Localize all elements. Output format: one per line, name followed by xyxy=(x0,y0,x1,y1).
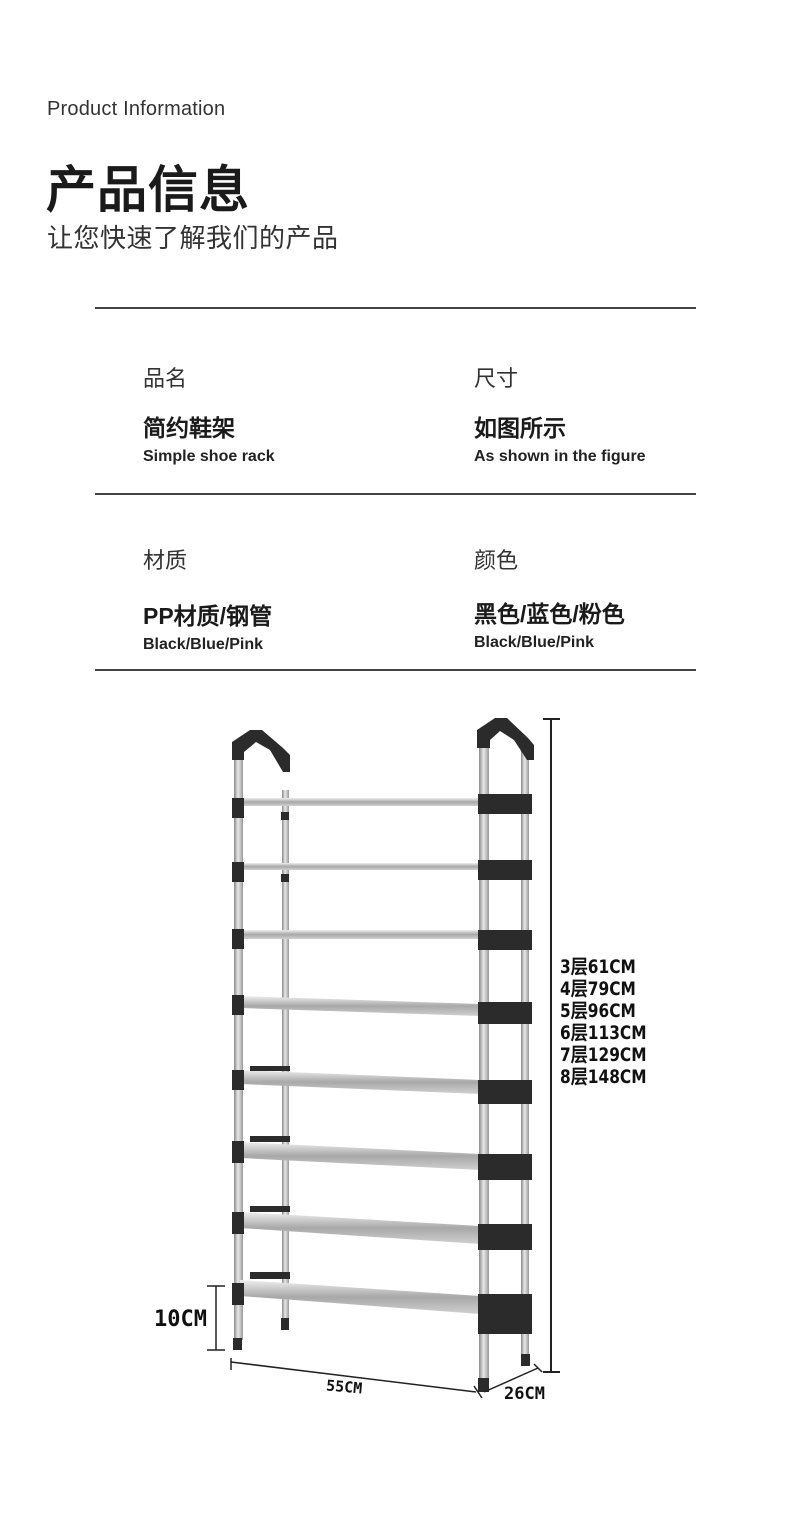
spec-label: 颜色 xyxy=(474,548,519,573)
shoe-rack-illustration: 10CM 55CM 26CM xyxy=(154,718,560,1404)
spec-value: 简约鞋架 xyxy=(143,415,235,441)
divider xyxy=(95,307,696,309)
spec-label: 材质 xyxy=(143,548,188,573)
divider xyxy=(95,493,696,495)
spec-name: 品名 简约鞋架 Simple shoe rack xyxy=(143,361,275,466)
spec-value-en: Black/Blue/Pink xyxy=(143,636,264,653)
spec-value-en: Simple shoe rack xyxy=(143,448,275,465)
spec-value: 如图所示 xyxy=(474,415,566,441)
tier-height: 3层61CM xyxy=(560,956,636,978)
depth-label: 26CM xyxy=(504,1384,545,1404)
tier-heights-list: 3层61CM 4层79CM 5层96CM 6层113CM 7层129CM 8层1… xyxy=(560,956,656,1088)
spec-label: 品名 xyxy=(143,366,188,391)
spec-value-en: Black/Blue/Pink xyxy=(474,634,595,651)
eyebrow-label: Product Information xyxy=(47,98,226,120)
divider xyxy=(95,669,696,671)
spec-size: 尺寸 如图所示 As shown in the figure xyxy=(474,361,646,466)
page-subtitle: 让您快速了解我们的产品 xyxy=(47,223,339,253)
spec-label: 尺寸 xyxy=(474,366,519,391)
spec-value: PP材质/钢管 xyxy=(143,603,273,629)
spec-color: 颜色 黑色/蓝色/粉色 Black/Blue/Pink xyxy=(474,543,625,652)
tier-height: 5层96CM xyxy=(560,1000,636,1022)
width-label: 55CM xyxy=(325,1376,363,1397)
spec-value-en: As shown in the figure xyxy=(474,448,646,465)
tier-height: 8层148CM xyxy=(560,1066,647,1088)
tier-height: 4层79CM xyxy=(560,978,636,1000)
tier-height: 6层113CM xyxy=(560,1022,647,1044)
shelves xyxy=(232,794,532,1334)
spec-value: 黑色/蓝色/粉色 xyxy=(474,601,625,627)
page-title: 产品信息 xyxy=(46,162,250,218)
leg-height-label: 10CM xyxy=(154,1307,207,1332)
tier-height: 7层129CM xyxy=(560,1044,647,1066)
spec-material: 材质 PP材质/钢管 Black/Blue/Pink xyxy=(143,543,272,654)
